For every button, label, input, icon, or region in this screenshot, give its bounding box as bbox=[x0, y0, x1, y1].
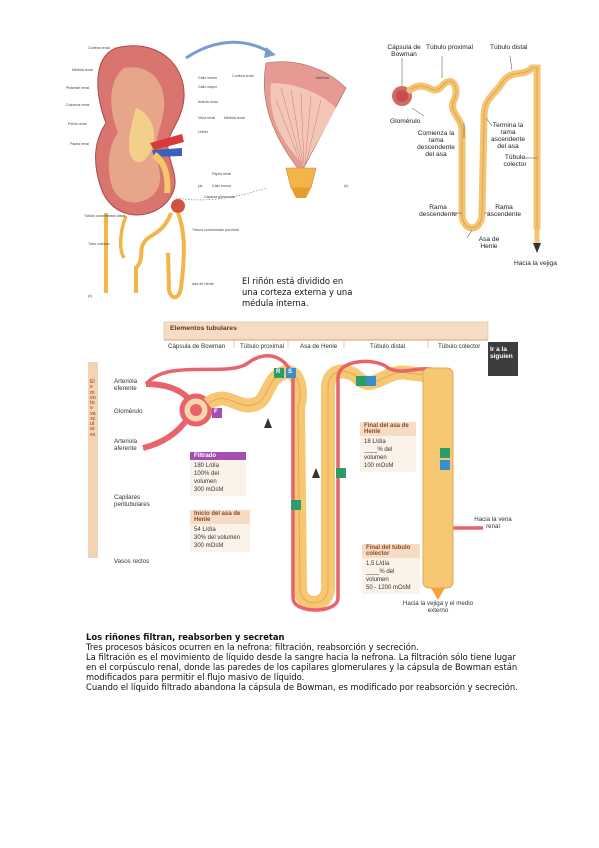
col-capsula-bowman: Cápsula de Bowman bbox=[168, 343, 226, 350]
col-tubulo-distal: Túbulo distal bbox=[370, 343, 406, 350]
marker-f: F bbox=[214, 409, 218, 415]
box-inicio-asa-line: 30% del volumen bbox=[194, 535, 241, 542]
label-corteza-renal-b: Corteza renal bbox=[232, 74, 254, 78]
label-rama-ascendente: Rama ascendente bbox=[486, 204, 522, 218]
body-text: Los riñones filtran, reabsorben y secret… bbox=[86, 632, 518, 692]
box-filtrado-body: 180 L/día 100% del volumen 300 mOsM bbox=[190, 460, 246, 497]
label-vena-renal: Vena renal bbox=[198, 116, 216, 120]
box-final-tubulo: Final del túbulo colector 1,5 L/día ____… bbox=[362, 544, 420, 595]
box-final-tubulo-line: 50 - 1200 mOsM bbox=[366, 585, 411, 592]
label-glomerulo: Glomérulo bbox=[390, 118, 421, 125]
label-nefrona: Nefrona bbox=[316, 76, 329, 80]
label-papila-renal-b: Papila renal bbox=[212, 172, 231, 176]
process-header: Elementos tubulares bbox=[170, 325, 237, 332]
label-glomerulo: Glomérulo bbox=[114, 408, 143, 415]
next-button[interactable]: Ir a la siguien bbox=[490, 346, 513, 361]
box-filtrado-line: 180 L/día bbox=[194, 463, 220, 469]
box-final-tubulo-body: 1,5 L/día ____% del volumen 50 - 1200 mO… bbox=[362, 558, 420, 595]
label-corteza-renal: Corteza renal bbox=[88, 46, 110, 50]
label-columna-renal: Columna renal bbox=[66, 103, 90, 107]
label-arteriola-aferente: Arteriola aferente bbox=[114, 438, 138, 452]
label-tubulo-colector: Túbulo colector bbox=[503, 154, 527, 168]
nephron-process-figure: Elementos tubulares Cápsula de Bowman Tú… bbox=[88, 318, 518, 620]
panel-label-c: (c) bbox=[88, 294, 93, 298]
box-filtrado: Filtrado 180 L/día 100% del volumen 300 … bbox=[190, 452, 246, 497]
panel-label-b: (b) bbox=[344, 184, 349, 188]
label-vasos-rectos: Vasos rectos bbox=[114, 558, 150, 565]
label-capsula-bowman: Cápsula de Bowman bbox=[387, 44, 421, 58]
label-capsula-glomerular: Cápsula glomerular bbox=[204, 195, 236, 199]
box-final-asa: Final del asa de Henle 18 L/día ____% de… bbox=[360, 422, 416, 473]
label-arteriola-eferente: Arteriola eferente bbox=[114, 378, 138, 392]
box-inicio-asa-title: Inicio del asa de Henle bbox=[190, 510, 250, 524]
box-final-tubulo-line: ____% del volumen bbox=[366, 569, 395, 584]
text-title: Los riñones filtran, reabsorben y secret… bbox=[86, 632, 285, 642]
label-papila-renal: Papila renal bbox=[70, 142, 89, 146]
col-asa-henle: Asa de Henle bbox=[300, 343, 338, 350]
nephron-illustration bbox=[392, 55, 541, 253]
box-filtrado-line: 100% del volumen bbox=[194, 471, 220, 486]
panel-label-a: (a) bbox=[198, 184, 203, 188]
label-tubo-colector: Tubo colector bbox=[88, 242, 110, 246]
label-hacia-vejiga-medio: Hacia la vejiga y el medio externo bbox=[402, 600, 474, 614]
label-rama-descendente: Rama descendente bbox=[419, 204, 457, 218]
label-arteria-renal: Arteria renal bbox=[198, 100, 218, 104]
label-tubulo-contorneado-proximal: Túbulo contorneado proximal bbox=[192, 228, 239, 232]
text-line-1: Tres procesos básicos ocurren en la nefr… bbox=[86, 642, 419, 653]
label-tubulo-contorneado-distal: Túbulo contorneado distal bbox=[84, 214, 126, 218]
label-termina-rama: Termina la rama ascendente del asa bbox=[490, 122, 526, 150]
box-final-asa-line: 100 mOsM bbox=[364, 463, 394, 470]
box-final-asa-line: 18 L/día bbox=[364, 439, 386, 445]
col-tubulo-colector: Túbulo colector bbox=[438, 343, 481, 350]
nephron-figure: Cápsula de Bowman Túbulo proximal Túbulo… bbox=[372, 38, 572, 273]
kidney-illustration bbox=[95, 40, 347, 300]
label-tubulo-proximal: Túbulo proximal bbox=[426, 44, 473, 51]
label-hacia-vena-renal: Hacia la vena renal bbox=[474, 516, 512, 530]
label-medula-renal: Médula renal bbox=[72, 68, 93, 72]
box-filtrado-line: 300 mOsM bbox=[194, 487, 224, 494]
nephron-process-illustration bbox=[88, 321, 518, 612]
label-comienza-rama: Comienza la rama descendente del asa bbox=[417, 130, 455, 158]
box-final-asa-line: ____% del volumen bbox=[364, 447, 393, 462]
label-capilares: Capilares peritubulares bbox=[114, 494, 150, 508]
label-hacia-vejiga: Hacia la vejiga bbox=[514, 260, 557, 267]
box-final-tubulo-title: Final del túbulo colector bbox=[362, 544, 420, 558]
label-asa-henle: Asa de Henle bbox=[192, 282, 214, 286]
kidney-caption: El riñón está dividido en una corteza ex… bbox=[242, 276, 353, 308]
label-pelvis-renal: Pelvis renal bbox=[68, 122, 87, 126]
kidney-figure: Corteza renal Médula renal Pirámide rena… bbox=[66, 38, 366, 308]
col-tubulo-proximal: Túbulo proximal bbox=[240, 343, 285, 350]
label-caliz-menor: Cáliz menor bbox=[198, 76, 218, 80]
box-final-tubulo-line: 1,5 L/día bbox=[366, 561, 390, 567]
box-inicio-asa-line: 300 mOsM bbox=[194, 543, 224, 550]
label-medula-renal-b: Médula renal bbox=[224, 116, 245, 120]
marker-r: R bbox=[276, 369, 281, 375]
text-line-3: Cuando el líquido filtrado abandona la c… bbox=[86, 682, 518, 693]
label-ureter: Uréter bbox=[198, 130, 208, 134]
label-caliz-menor-b: Cáliz menor bbox=[212, 184, 232, 188]
label-piramide-renal: Pirámide renal bbox=[66, 86, 90, 90]
vascular-side-title: Elementos vasculares bbox=[90, 379, 96, 438]
box-inicio-asa: Inicio del asa de Henle 54 L/día 30% del… bbox=[190, 510, 250, 553]
box-inicio-asa-body: 54 L/día 30% del volumen 300 mOsM bbox=[190, 524, 250, 553]
label-tubulo-distal: Túbulo distal bbox=[490, 44, 528, 51]
label-caliz-mayor: Cáliz mayor bbox=[198, 85, 217, 89]
box-inicio-asa-line: 54 L/día bbox=[194, 527, 216, 533]
box-final-asa-body: 18 L/día ____% del volumen 100 mOsM bbox=[360, 436, 416, 473]
text-line-2: La filtración es el movimiento de líquid… bbox=[86, 652, 518, 683]
box-final-asa-title: Final del asa de Henle bbox=[360, 422, 416, 436]
label-asa-henle: Asa de Henle bbox=[478, 236, 500, 250]
box-filtrado-title: Filtrado bbox=[190, 452, 246, 460]
marker-s: S bbox=[288, 369, 293, 375]
